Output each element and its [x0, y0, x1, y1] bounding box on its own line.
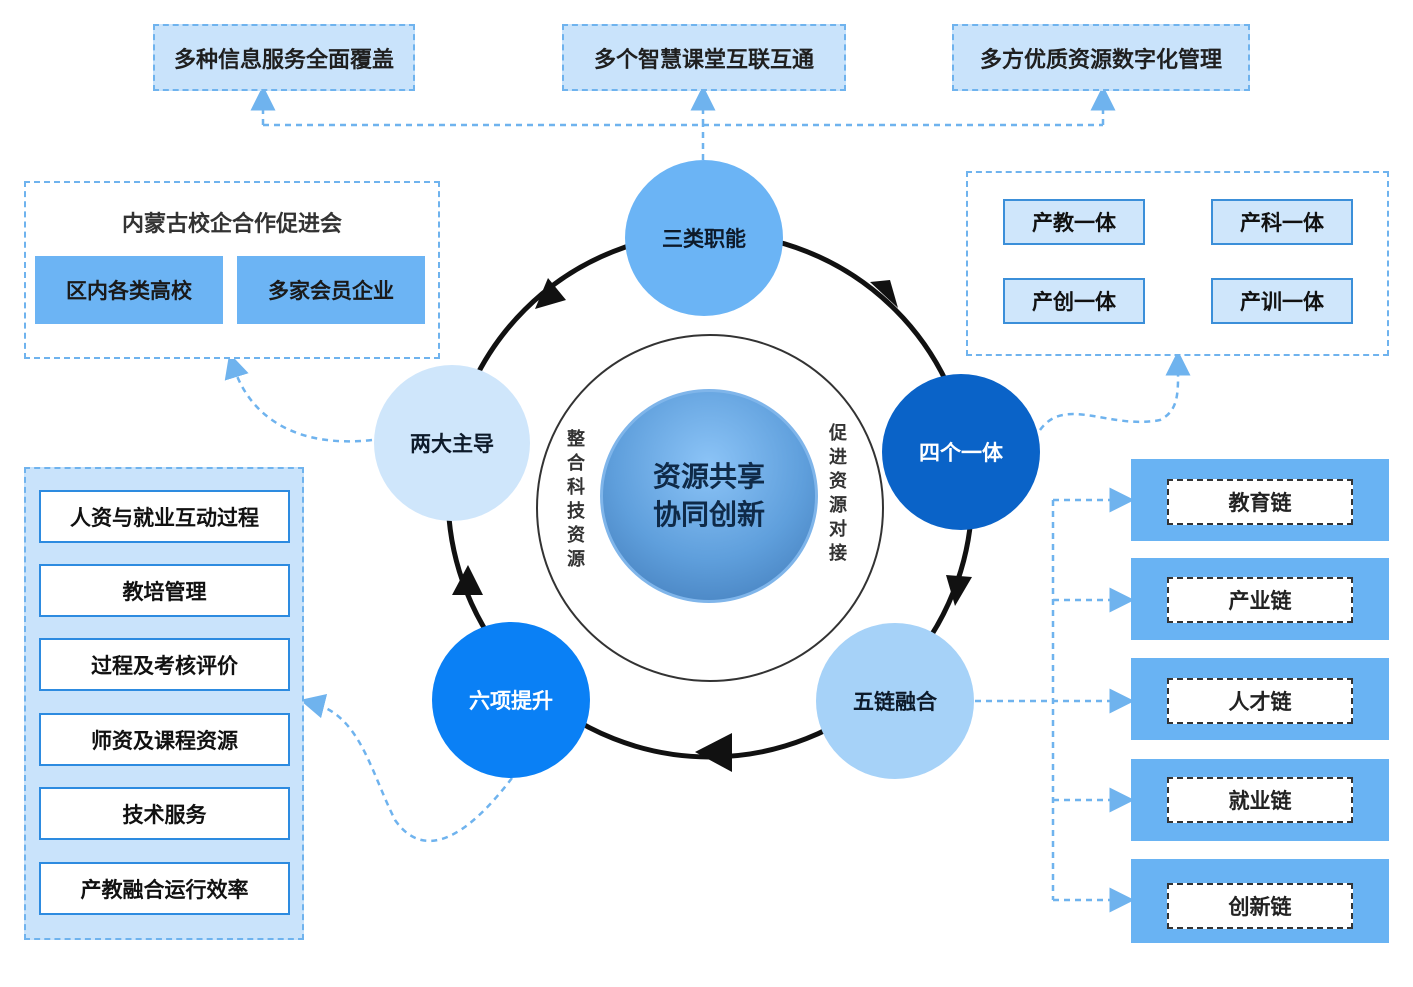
cycle-two-leaders: 两大主导 — [374, 365, 530, 521]
integration-industry-innovation: 产创一体 — [1003, 278, 1145, 324]
chain-innovation: 创新链 — [1167, 883, 1353, 929]
cycle-three-functions: 三类职能 — [625, 160, 783, 316]
chain-talent: 人才链 — [1167, 678, 1353, 724]
cycle-six-promotions: 六项提升 — [432, 622, 590, 778]
chain-employment: 就业链 — [1167, 777, 1353, 823]
chain-industry: 产业链 — [1167, 577, 1353, 623]
integration-industry-education: 产教一体 — [1003, 199, 1145, 245]
promotion-list-panel — [24, 467, 304, 940]
association-universities: 区内各类高校 — [35, 256, 223, 324]
list-item: 产教融合运行效率 — [39, 862, 290, 915]
association-enterprises: 多家会员企业 — [237, 256, 425, 324]
center-line-2: 协同创新 — [652, 498, 765, 531]
top-box-smart-classrooms: 多个智慧课堂互联互通 — [562, 24, 846, 91]
cycle-four-integrations: 四个一体 — [882, 374, 1040, 530]
right-vertical-label: 促进资源对接 — [829, 423, 847, 564]
association-title: 内蒙古校企合作促进会 — [121, 212, 342, 237]
left-vertical-label: 整合科技资源 — [567, 429, 585, 570]
list-item: 技术服务 — [39, 787, 290, 840]
list-item: 教培管理 — [39, 564, 290, 617]
top-box-resource-management: 多方优质资源数字化管理 — [952, 24, 1250, 91]
top-box-info-services: 多种信息服务全面覆盖 — [153, 24, 415, 91]
center-circle — [600, 389, 818, 603]
list-item: 人资与就业互动过程 — [39, 490, 290, 543]
integration-industry-training: 产训一体 — [1211, 278, 1353, 324]
cycle-five-chains: 五链融合 — [816, 623, 974, 779]
list-item: 过程及考核评价 — [39, 638, 290, 691]
chain-education: 教育链 — [1167, 479, 1353, 525]
center-line-1: 资源共享 — [652, 460, 765, 493]
list-item: 师资及课程资源 — [39, 713, 290, 766]
center-text: 资源共享 协同创新 — [600, 389, 818, 603]
integration-industry-science: 产科一体 — [1211, 199, 1353, 245]
